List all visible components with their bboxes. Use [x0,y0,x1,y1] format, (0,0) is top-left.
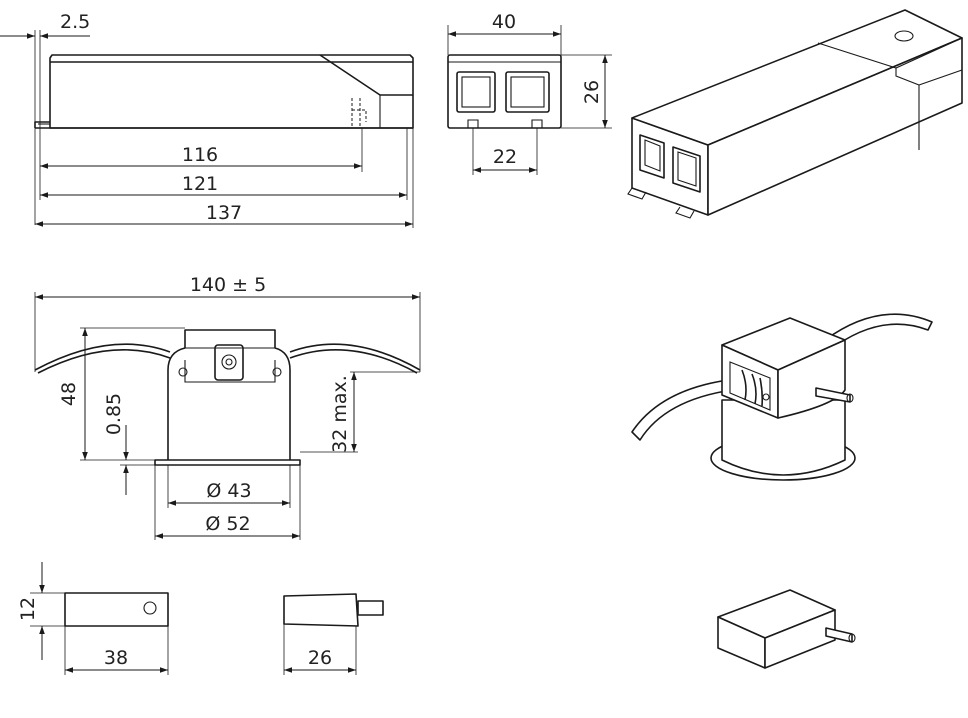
dim-length-total: 137 [206,202,242,224]
dim-cutout-height: 32 max. [329,375,351,453]
fixture-isometric-view [631,313,933,481]
dim-diameter-inner: Ø 43 [206,480,251,502]
dim-diameter-outer: Ø 52 [205,513,250,535]
dim-flange-thickness: 2.5 [60,11,90,33]
dim-height: 26 [581,80,603,104]
connector-side-view: 26 [283,593,384,675]
box-isometric-view [717,589,856,669]
box-front-view: 12 38 [17,562,169,675]
fixture-side-view: 140 ± 5 48 0.85 32 max. Ø 43 Ø 52 [34,274,421,540]
dim-box-height: 12 [17,597,39,621]
dim-width: 40 [492,11,516,33]
dim-wire-span: 140 ± 5 [190,274,266,296]
driver-end-view: 40 26 22 [447,11,612,175]
dim-length-mid: 121 [182,173,218,195]
dim-length-inner: 116 [182,144,218,166]
dim-connector-length: 26 [308,647,332,669]
dim-fixture-height: 48 [58,382,80,406]
driver-isometric-view [627,9,963,219]
dim-box-length: 38 [104,647,128,669]
dim-terminal-spacing: 22 [493,146,517,168]
dim-flange: 0.85 [103,393,125,435]
driver-side-view: 2.5 116 121 137 [0,11,414,228]
